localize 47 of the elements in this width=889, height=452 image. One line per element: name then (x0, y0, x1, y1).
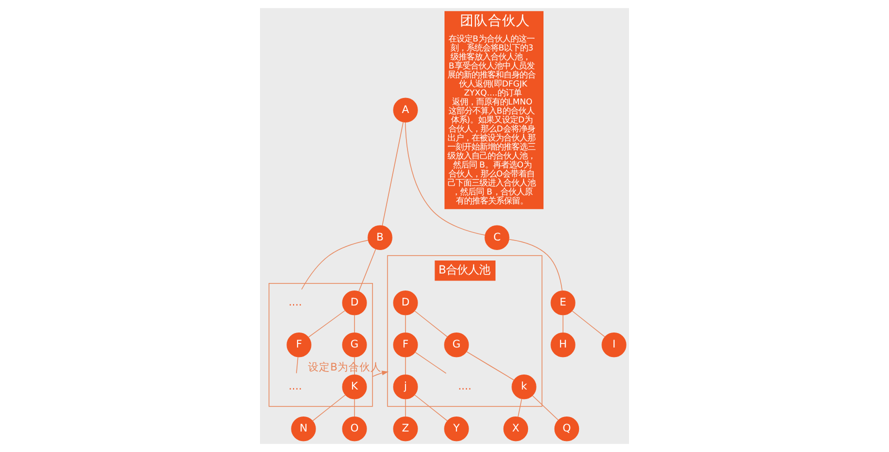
node-circle: B (368, 225, 392, 250)
connector (405, 356, 406, 375)
node-circle: F (393, 332, 418, 358)
connector (404, 122, 486, 236)
connector (466, 351, 514, 380)
connector (354, 398, 355, 417)
node-circle: G (342, 332, 367, 358)
connector (301, 240, 368, 290)
arrow (372, 370, 389, 377)
node-circle: I (602, 332, 626, 358)
connector (296, 356, 298, 374)
connector (414, 352, 446, 374)
connector (382, 122, 404, 226)
connector (508, 239, 563, 292)
connector (572, 310, 606, 338)
connector (562, 314, 564, 333)
node-box: 团队合伙人 在设定B为合伙人的这一刻，系统会将B以下的3级推客放入合伙人池， B享受合伙人池中人员发展的新的推客和自身的合伙人返佣(即DFGJKZYXQ....的订单返佣，而原有的LMNO这部分不算入B的合伙人体系)。如果又设定D为合伙人，那么D会将净身出户，在被设为合伙人那一刻开始新增的推客选三级放入自己的合伙人池，然后同 B。再者选O为合伙人，那么O会带着自己下面三级进入合伙人池，然后同 B，合伙人原有的推客关系保留。 (444, 11, 544, 210)
connector (405, 314, 406, 333)
node-circle: X (503, 416, 528, 442)
node-circle: D (393, 290, 418, 316)
node-circle: H (550, 332, 576, 358)
node-circle: Z (393, 416, 418, 442)
node-text: .... (288, 380, 302, 393)
node-circle: A (393, 98, 418, 122)
node-circle: C (484, 225, 510, 250)
connector (358, 248, 376, 292)
connector (405, 398, 406, 417)
node-circle: Y (444, 416, 469, 442)
connector (414, 310, 448, 338)
node-circle: j (393, 374, 418, 400)
connector (354, 314, 355, 333)
node-circle: N (291, 416, 316, 442)
node-circle: O (342, 416, 367, 442)
node-circle: k (512, 374, 536, 400)
connector (308, 310, 346, 338)
node-text: .... (458, 380, 472, 393)
node-circle: D (342, 290, 367, 316)
node-circle: E (550, 290, 576, 316)
connector (414, 394, 448, 422)
node-circle: F (286, 332, 312, 358)
node-circle: G (444, 332, 469, 358)
connector (532, 395, 559, 421)
node-text: .... (288, 296, 302, 309)
node-circle: K (342, 374, 367, 400)
connector (518, 398, 522, 418)
node-circle: Q (554, 416, 580, 442)
connector (312, 394, 346, 422)
